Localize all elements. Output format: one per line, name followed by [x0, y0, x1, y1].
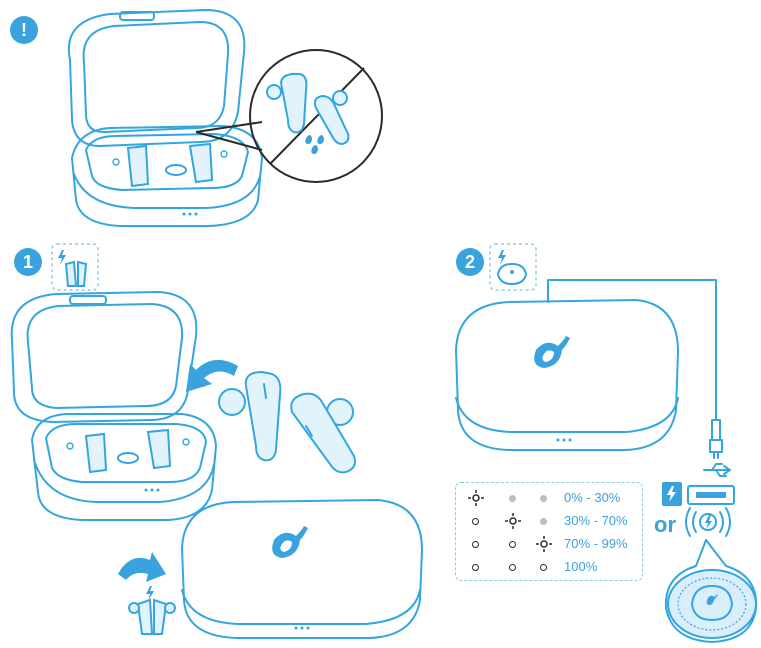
warning-icon: !: [10, 16, 38, 44]
led-blink-icon: [467, 489, 485, 507]
legend-row: 0% - 30%: [456, 488, 642, 510]
led-on-icon: [540, 518, 547, 525]
icon-case-charge-step2: [490, 244, 536, 290]
earbuds-small-step1: [129, 586, 175, 634]
led-off-icon: [509, 564, 516, 571]
battery-range: 70% - 99%: [564, 536, 628, 551]
led-off-icon: [509, 541, 516, 548]
usb-icon: [704, 464, 730, 476]
led-off-icon: [472, 518, 479, 525]
legend-row: 100%: [456, 557, 642, 579]
led-on-icon: [509, 495, 516, 502]
led-blink-icon: [504, 512, 522, 530]
closed-case-step1: [182, 500, 422, 638]
earbuds-large-step1: [219, 372, 355, 472]
led-off-icon: [540, 564, 547, 571]
usb-port-icon: [688, 486, 734, 504]
step1-badge: 1: [14, 248, 42, 276]
closed-case-step2: [456, 300, 678, 450]
led-on-icon: [540, 495, 547, 502]
battery-charging-icon: [662, 482, 682, 506]
step2-badge: 2: [456, 248, 484, 276]
rotate-arrow-icon: [186, 360, 238, 392]
wireless-charging-icon: [686, 508, 730, 536]
led-off-icon: [472, 541, 479, 548]
rotate-arrow-icon-2: [118, 552, 166, 582]
led-blink-icon: [535, 535, 553, 553]
legend-row: 30% - 70%: [456, 511, 642, 533]
led-off-icon: [472, 564, 479, 571]
battery-led-legend: 0% - 30% 30% - 70% 70% - 99% 100%: [455, 482, 643, 581]
icon-earbuds-charge-step1: [52, 244, 98, 290]
open-case-step1: [12, 292, 216, 520]
legend-row: 70% - 99%: [456, 534, 642, 556]
earbuds-no-water: [267, 74, 348, 154]
battery-range: 30% - 70%: [564, 513, 628, 528]
wireless-pad: [668, 570, 756, 638]
battery-range: 100%: [564, 559, 597, 574]
battery-range: 0% - 30%: [564, 490, 620, 505]
charging-or-label: or: [654, 512, 676, 538]
